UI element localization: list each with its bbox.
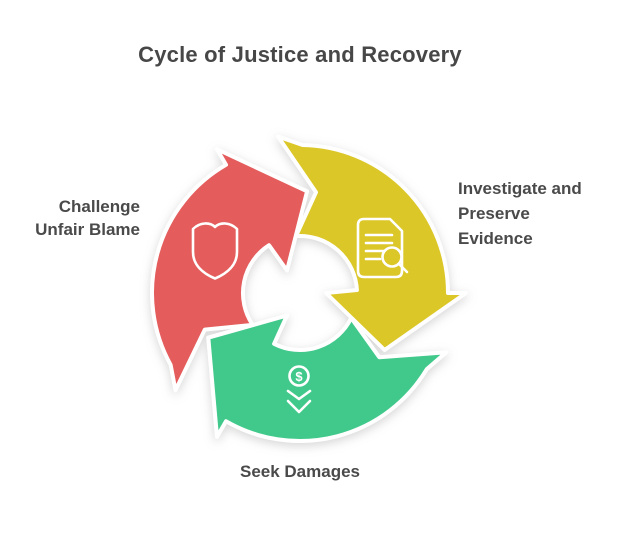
label-investigate-preserve-evidence: Investigate and Preserve Evidence [458,176,618,251]
document-search-icon [356,217,409,279]
arrow-seek-damages-head-overlay [206,313,300,443]
dollar-glyph: $ [295,369,303,384]
label-line: Unfair Blame [35,220,140,239]
label-seek-damages: Seek Damages [210,460,390,483]
label-line: Investigate and [458,179,582,198]
shield-icon [191,222,239,280]
label-line: Seek Damages [239,462,361,481]
label-line: Challenge [58,197,140,216]
dollar-pin-icon: $ [286,365,312,414]
diagram-title: Cycle of Justice and Recovery [138,42,462,67]
label-challenge-unfair-blame: Challenge Unfair Blame [10,195,140,241]
label-line: Preserve [458,204,530,223]
label-line: Evidence [458,229,533,248]
